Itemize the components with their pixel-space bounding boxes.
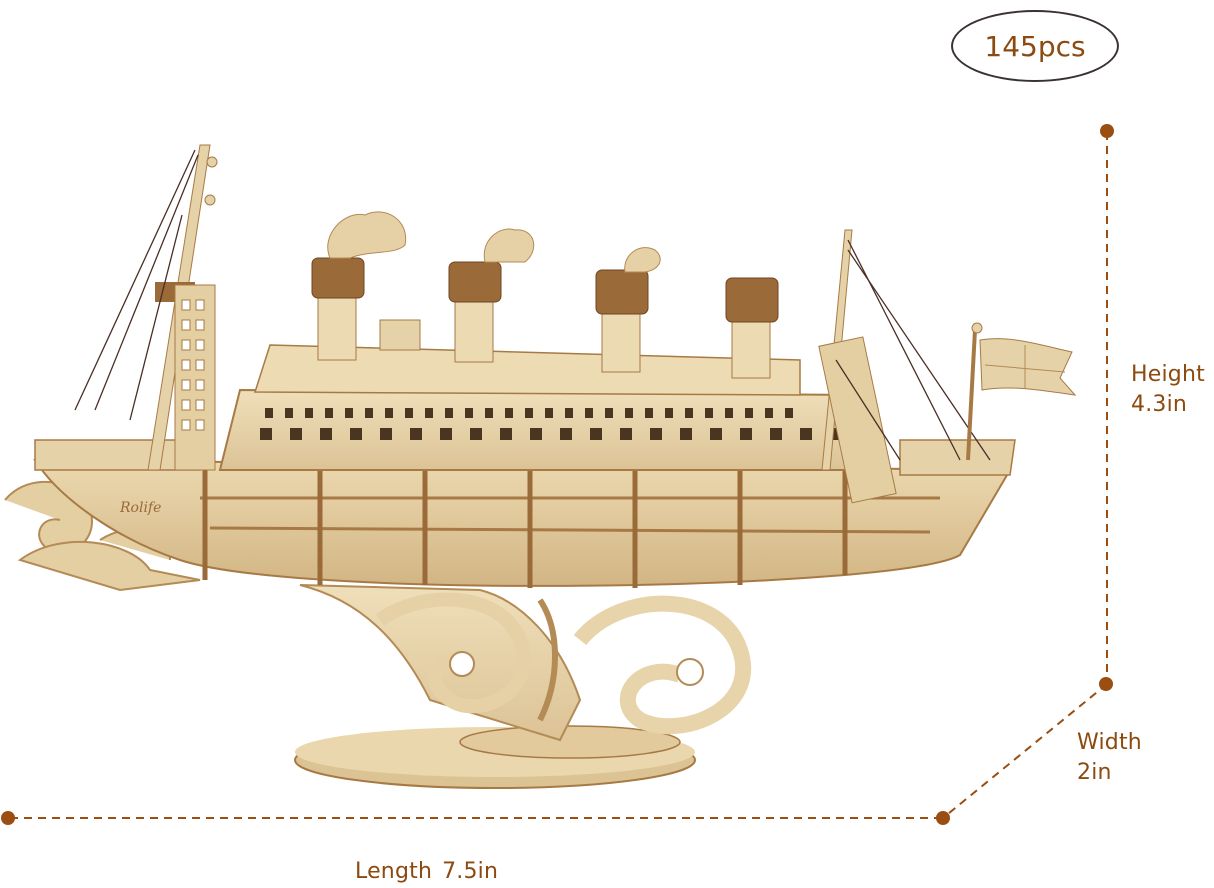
piece-count-text: 145pcs: [984, 29, 1086, 63]
dimension-guides: [10, 132, 1108, 819]
wave-support: [299, 584, 751, 742]
height-top-dot: [1100, 124, 1114, 138]
width-label: Width: [1077, 730, 1142, 755]
dimension-endpoints: [1, 124, 1114, 825]
length-label: Length: [355, 859, 433, 884]
superstructure: [218, 319, 861, 471]
stern-flag: [966, 322, 1077, 461]
width-guide-line: [942, 683, 1108, 819]
fore-mast: [74, 144, 218, 471]
width-label-group: Width 2in: [1077, 728, 1142, 788]
height-label-group: Height 4.3in: [1131, 360, 1205, 420]
length-end-dot: [936, 811, 950, 825]
width-value: 2in: [1077, 760, 1112, 785]
height-bottom-dot: [1099, 677, 1113, 691]
brand-engraving: Rolife: [119, 500, 161, 516]
length-label-group: Length 7.5in: [355, 857, 498, 887]
funnels: [311, 211, 779, 379]
piece-count-badge: 145pcs: [951, 10, 1119, 82]
hull: Rolife: [33, 439, 1016, 588]
height-value: 4.3in: [1131, 392, 1188, 417]
length-value: 7.5in: [442, 859, 499, 884]
height-label: Height: [1131, 362, 1205, 387]
aft-mast: [818, 229, 991, 504]
base-stand: [294, 725, 696, 789]
length-start-dot: [1, 811, 15, 825]
